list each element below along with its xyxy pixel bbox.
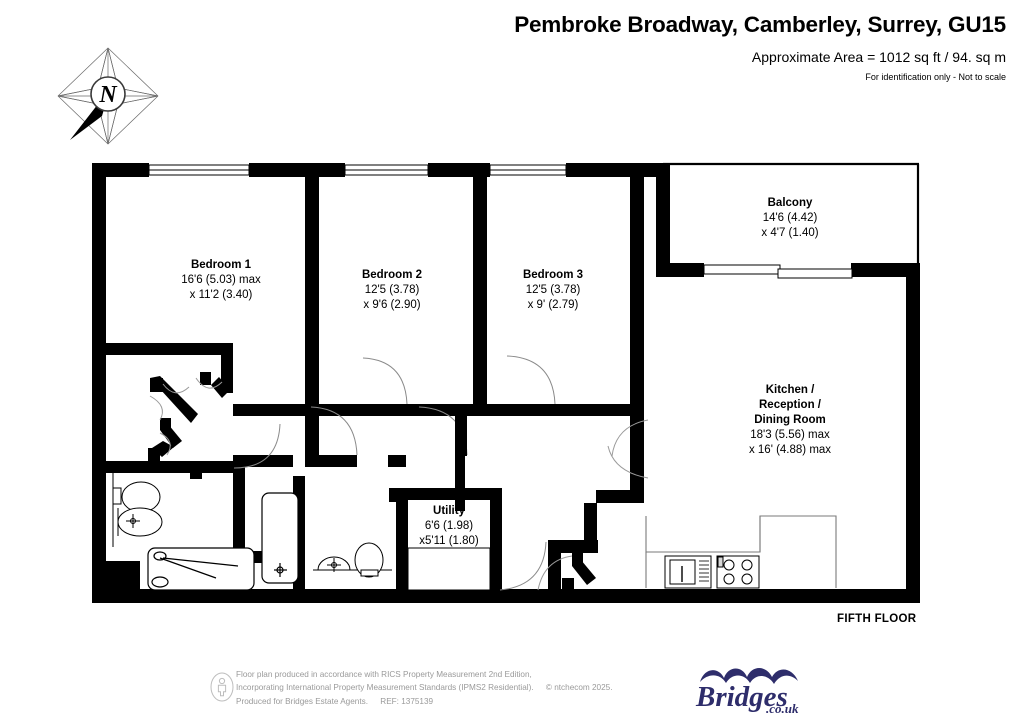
footer-line-3: Produced for Bridges Estate Agents.: [236, 696, 368, 706]
page-title: Pembroke Broadway, Camberley, Surrey, GU…: [514, 12, 1006, 37]
footer-line-2: Incorporating International Property Mea…: [236, 683, 534, 693]
footer-line-1: Floor plan produced in accordance with R…: [236, 670, 532, 679]
footer-credits: Floor plan produced in accordance with R…: [236, 668, 613, 708]
room-dim-1: 18'3 (5.56) max: [750, 428, 830, 441]
room-label-kitchen-reception-dining: Kitchen / Reception / Dining Room 18'3 (…: [700, 383, 880, 458]
room-label-balcony: Balcony 14'6 (4.42) x 4'7 (1.40): [712, 196, 868, 241]
room-dim-1: 14'6 (4.42): [762, 211, 818, 224]
room-dim-2: x 11'2 (3.40): [189, 288, 253, 301]
room-dim-1: 12'5 (3.78): [364, 283, 420, 296]
header: Pembroke Broadway, Camberley, Surrey, GU…: [514, 12, 1006, 82]
room-label-utility: Utility 6'6 (1.98) x5'11 (1.80): [393, 504, 505, 549]
room-name: Bedroom 1: [190, 259, 252, 271]
compass-rose: N: [57, 47, 159, 145]
room-dim-2: x 16' (4.88) max: [748, 443, 832, 456]
room-dim-1: 6'6 (1.98): [424, 519, 474, 532]
bridges-wordmark: Bridges: [695, 681, 788, 713]
room-dim-2: x 4'7 (1.40): [761, 226, 819, 239]
footer-line-2-wrap: Incorporating International Property Mea…: [236, 681, 613, 694]
room-dim-2: x 9' (2.79): [527, 298, 579, 311]
person-icon: [210, 672, 234, 702]
room-name-2: Reception /: [759, 398, 821, 411]
footer-line-3-wrap: Produced for Bridges Estate Agents. REF:…: [236, 695, 613, 708]
footer-copyright: © ntchecom 2025.: [545, 683, 613, 693]
room-dim-1: 16'6 (5.03) max: [181, 273, 261, 286]
room-dim-2: x 9'6 (2.90): [363, 298, 421, 311]
room-name-3: Dining Room: [754, 413, 826, 426]
footer-ref: REF: 1375139: [380, 696, 434, 706]
room-name: Bedroom 2: [361, 269, 423, 281]
room-label-bedroom-3: Bedroom 3 12'5 (3.78) x 9' (2.79): [475, 268, 631, 313]
room-dim-1: 12'5 (3.78): [525, 283, 581, 296]
room-dim-2: x5'11 (1.80): [419, 534, 479, 547]
approximate-area: Approximate Area = 1012 sq ft / 94. sq m: [751, 49, 1006, 65]
room-name: Balcony: [767, 197, 813, 209]
floor-label: FIFTH FLOOR: [837, 613, 917, 625]
room-name: Utility: [433, 505, 465, 517]
plan-walls: [92, 162, 920, 603]
room-label-bedroom-1: Bedroom 1 16'6 (5.03) max x 11'2 (3.40): [121, 258, 321, 303]
bridges-logo[interactable]: Bridges .co.uk: [694, 662, 824, 714]
room-label-bedroom-2: Bedroom 2 12'5 (3.78) x 9'6 (2.90): [309, 268, 475, 313]
compass-north-label: N: [98, 82, 118, 108]
bridges-domain-suffix: .co.uk: [766, 701, 799, 714]
room-name: Bedroom 3: [522, 269, 584, 281]
room-name: Kitchen /: [765, 384, 815, 396]
identification-note: For identification only - Not to scale: [865, 72, 1006, 82]
